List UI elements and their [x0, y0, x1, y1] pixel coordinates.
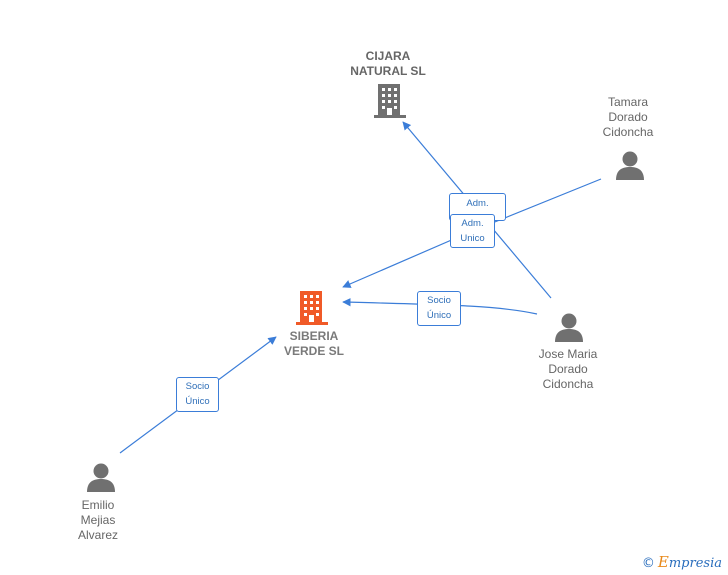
- edge-label-socio-unico-emilio: Socio Único: [176, 377, 219, 412]
- node-siberia-label: SIBERIA VERDE SL: [283, 329, 344, 358]
- edge-label-socio-unico-jose: Socio Único: [417, 291, 461, 326]
- copyright-symbol: ©: [641, 556, 655, 571]
- edge-jose-to-siberia: [342, 297, 538, 315]
- brand-initial: E: [657, 553, 669, 571]
- brand-logo: ©Empresia: [642, 553, 722, 571]
- node-tamara[interactable]: Tamara Dorado Cidoncha: [578, 95, 678, 140]
- node-siberia[interactable]: SIBERIA VERDE SL: [264, 329, 364, 359]
- building-icon: [296, 291, 328, 325]
- person-icon: [616, 151, 644, 180]
- node-jose-label: Jose Maria Dorado Cidoncha: [538, 347, 598, 391]
- node-cijara[interactable]: CIJARA NATURAL SL: [338, 49, 438, 79]
- brand-name: mpresia: [668, 556, 722, 571]
- node-jose[interactable]: Jose Maria Dorado Cidoncha: [516, 347, 620, 392]
- node-tamara-label: Tamara Dorado Cidoncha: [602, 95, 654, 139]
- building-icon: [374, 84, 406, 118]
- person-icon: [87, 463, 115, 492]
- node-emilio[interactable]: Emilio Mejias Alvarez: [48, 498, 148, 543]
- edge-label-adm-unico: Adm. Unico: [450, 214, 495, 248]
- node-cijara-label: CIJARA NATURAL SL: [350, 49, 426, 78]
- person-icon: [555, 313, 583, 342]
- node-emilio-label: Emilio Mejias Alvarez: [77, 498, 118, 542]
